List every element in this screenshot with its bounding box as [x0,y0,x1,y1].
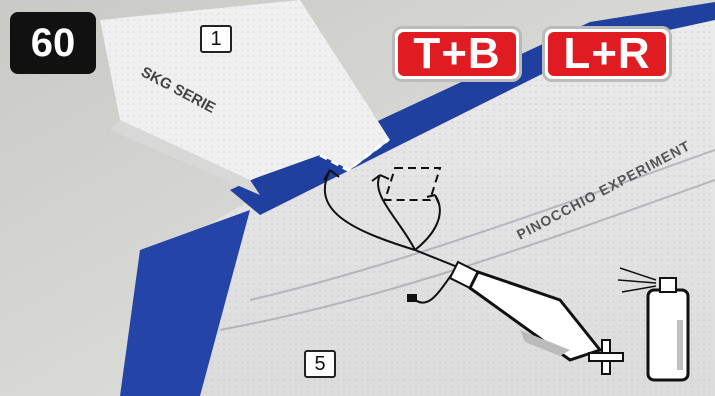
glue-badge-left-right-label: L+R [548,32,666,76]
glue-badge-left-right: L+R [542,26,672,82]
glue-badge-top-bottom-label: T+B [398,32,516,76]
part-label-wing: 5 [304,350,336,378]
part-label-fuselage: 1 [200,25,232,53]
glue-badge-top-bottom: T+B [392,26,522,82]
step-number-badge: 60 [10,12,96,74]
